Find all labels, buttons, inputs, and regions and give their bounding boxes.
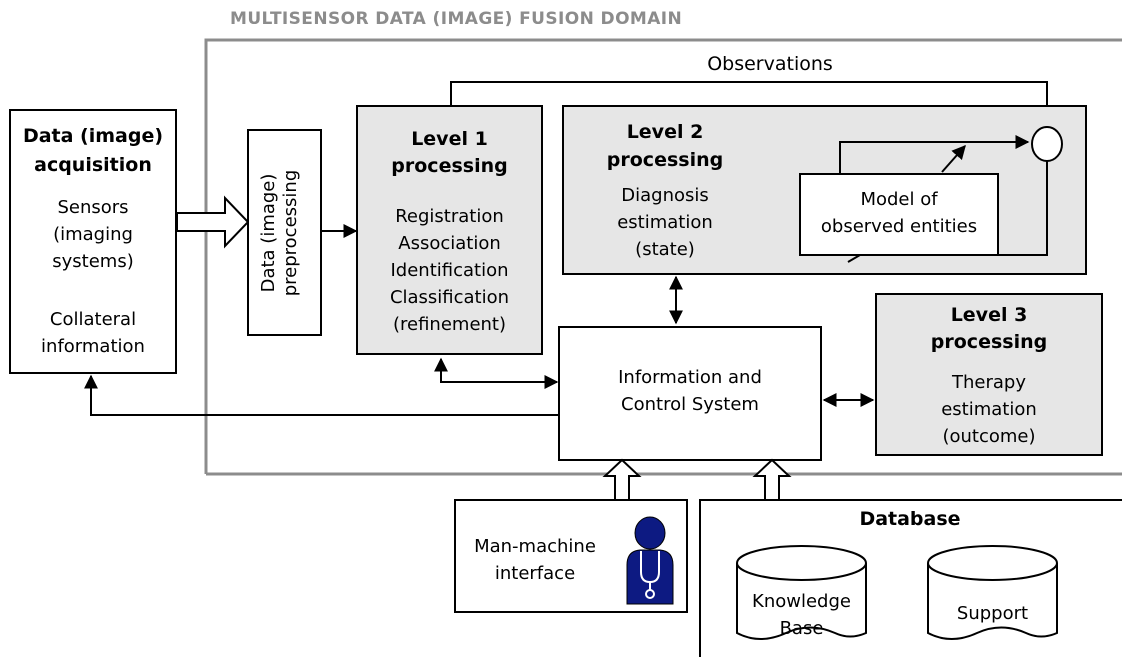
level2-desc-line3: (state): [635, 239, 695, 260]
level1-item: Classification: [389, 287, 510, 308]
knowledge-base-line2: Base: [779, 618, 824, 639]
level2-desc-line1: Diagnosis: [621, 185, 709, 206]
model-back-layer: [839, 135, 1030, 174]
level3-desc-line2: estimation: [941, 399, 1037, 420]
level3-box: [875, 293, 1103, 456]
sensors-line2: (imaging: [53, 224, 133, 245]
acquisition-title-line1: Data (image): [22, 125, 164, 147]
ics-line1: Information and: [618, 367, 762, 388]
observations-label: Observations: [707, 53, 833, 75]
database-title: Database: [859, 508, 961, 530]
sensors-line3: systems): [52, 251, 134, 272]
model-line2: observed entities: [820, 216, 978, 237]
knowledge-base-cylinder: [736, 545, 867, 640]
level1-item: Identification: [390, 260, 509, 281]
database-box: [699, 499, 1122, 657]
model-line1: Model of: [860, 189, 938, 210]
preprocessing-line1: Data (image): [258, 173, 279, 293]
level1-box: [356, 105, 543, 355]
level3-title-line1: Level 3: [950, 304, 1028, 326]
mmi-to-ics-arrow: [602, 458, 642, 501]
ics-to-acquisition-arrow: [84, 374, 559, 416]
preprocessing-line2: preprocessing: [279, 169, 301, 297]
fusion-domain-border: [204, 38, 1122, 476]
level1-title-line2: processing: [391, 155, 508, 177]
level3-title-line2: processing: [930, 331, 1048, 353]
acquisition-box: [9, 109, 177, 374]
doctor-icon: [626, 516, 674, 605]
level2-title-line1: Level 2: [626, 121, 704, 143]
mmi-line1: Man-machine: [474, 536, 596, 557]
preprocessing-label: Data (image) preprocessing: [258, 131, 312, 335]
mmi-line2: interface: [494, 563, 576, 584]
collateral-line1: Collateral: [49, 309, 137, 330]
level1-title-line1: Level 1: [411, 128, 488, 150]
model-to-comparator-arrow: [941, 144, 966, 173]
collateral-line2: information: [41, 336, 145, 357]
level1-ics-arrow: [434, 357, 559, 389]
knowledge-base-line1: Knowledge: [752, 591, 851, 612]
comparator-circle: [1031, 126, 1063, 162]
level3-desc-line1: Therapy: [952, 372, 1026, 393]
acquisition-title-line2: acquisition: [34, 154, 152, 176]
support-label: Support: [956, 603, 1029, 624]
db-to-ics-arrow: [752, 458, 792, 501]
level1-item: Registration: [395, 206, 504, 227]
domain-title: MULTISENSOR DATA (IMAGE) FUSION DOMAIN: [230, 9, 683, 29]
ics-box: [558, 326, 822, 461]
support-cylinder: [927, 545, 1058, 640]
level3-desc-line3: (outcome): [942, 426, 1036, 447]
sensors-line1: Sensors: [57, 197, 129, 218]
ics-line2: Control System: [621, 394, 759, 415]
level1-item: Association: [398, 233, 501, 254]
level1-item: (refinement): [392, 314, 507, 335]
sensor-data-arrow: [176, 195, 250, 249]
preprocessing-box: [247, 129, 322, 336]
level2-title-line2: processing: [606, 149, 724, 171]
observations-arrow: [450, 81, 1054, 129]
model-box: [799, 173, 999, 256]
level2-desc-line2: estimation: [617, 212, 713, 233]
